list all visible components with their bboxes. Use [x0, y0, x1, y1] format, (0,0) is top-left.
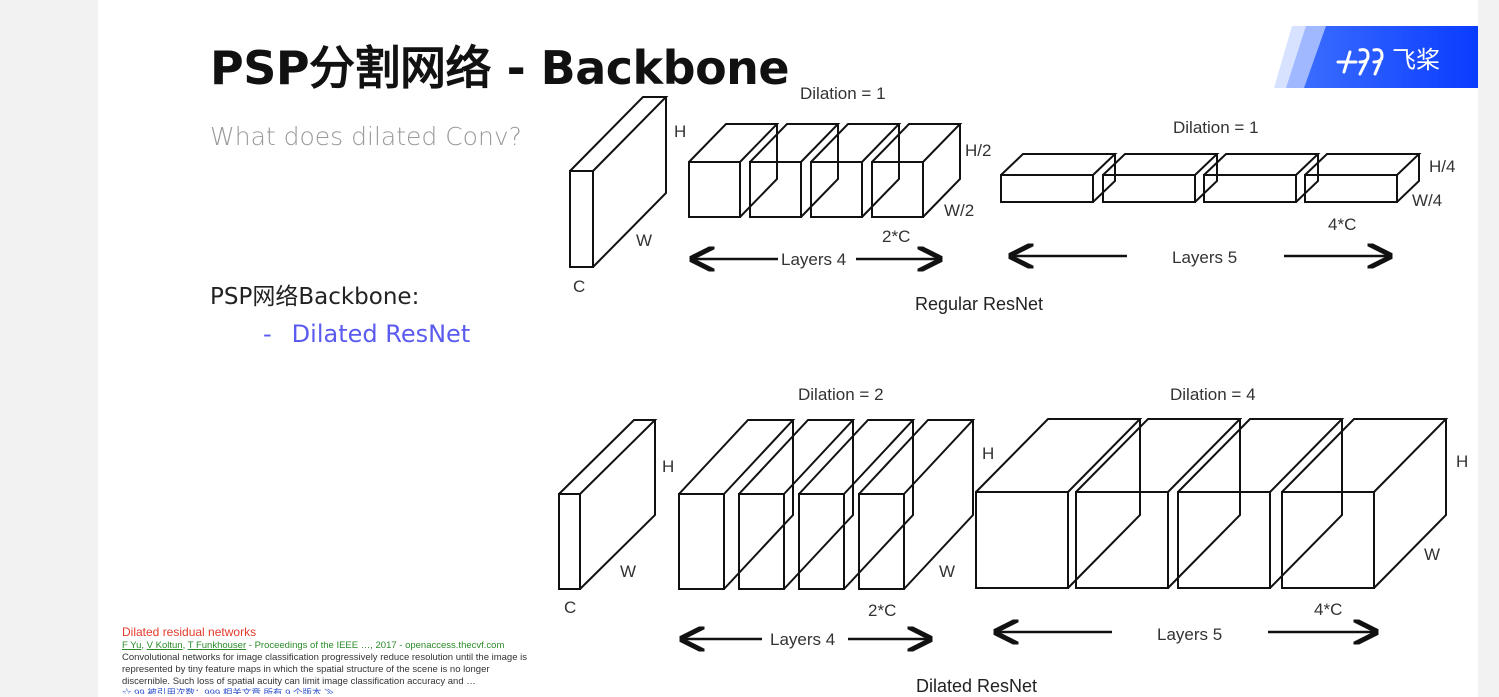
- feature-map-cuboid: [569, 96, 669, 268]
- dilation-label: Dilation = 2: [798, 385, 884, 404]
- feature-map-cuboid: [558, 419, 658, 590]
- dilation-label: Dilation = 1: [800, 84, 886, 103]
- backbone-label: PSP网络Backbone:: [210, 284, 420, 310]
- citation-author[interactable]: V Koltun: [146, 640, 183, 651]
- slide-subtitle: What does dilated Conv?: [210, 122, 522, 151]
- dim-label: H: [982, 444, 994, 463]
- slide-title: PSP分割网络 - Backbone: [210, 41, 790, 95]
- dim-label: W: [939, 562, 955, 581]
- feature-map-cuboid: [1203, 153, 1321, 203]
- dim-label: H/4: [1429, 157, 1455, 176]
- citation-source: - Proceedings of the IEEE …, 2017 - open…: [246, 640, 505, 651]
- feature-map-cuboid: [1281, 418, 1449, 589]
- dim-label: 4*C: [1314, 600, 1342, 619]
- dilation-label: Dilation = 1: [1173, 118, 1259, 137]
- backbone-item-label: Dilated ResNet: [291, 320, 471, 348]
- feature-map-cuboid: [688, 123, 780, 218]
- logo-text: 飞桨: [1392, 47, 1440, 74]
- diagram-caption: Dilated ResNet: [916, 676, 1037, 696]
- layers-label: Layers 5: [1172, 248, 1237, 267]
- feature-map-cuboid: [1177, 418, 1345, 589]
- backbone-list-item: -Dilated ResNet: [263, 320, 490, 348]
- feature-map-cuboid: [1075, 418, 1243, 589]
- layers-label: Layers 4: [770, 630, 835, 649]
- dim-label: W/4: [1412, 191, 1442, 210]
- dim-label: 4*C: [1328, 215, 1356, 234]
- dim-label: C: [564, 598, 576, 617]
- slide: PSP分割网络 - Backbone What does dilated Con…: [98, 0, 1478, 697]
- citation-author[interactable]: T Funkhouser: [187, 640, 247, 651]
- feature-map-cuboid: [678, 419, 796, 590]
- dim-label: 2*C: [868, 601, 896, 620]
- feature-map-cuboid: [810, 123, 902, 218]
- feature-map-cuboid: [1000, 153, 1118, 203]
- citation: Dilated residual networks F Yu, V Koltun…: [122, 625, 532, 694]
- feature-map-cuboid: [738, 419, 856, 590]
- diagram-caption: Regular ResNet: [915, 294, 1043, 314]
- dim-label: H/2: [965, 141, 991, 160]
- dim-label: W/2: [944, 201, 974, 220]
- dilation-label: Dilation = 4: [1170, 385, 1256, 404]
- feature-map-cuboid: [858, 419, 976, 590]
- dim-label: H: [1456, 452, 1468, 471]
- dim-label: W: [620, 562, 636, 581]
- feature-map-cuboid: [1304, 153, 1422, 203]
- feature-map-cuboid: [871, 123, 963, 218]
- layers-label: Layers 5: [1157, 625, 1222, 644]
- dim-label: H: [662, 457, 674, 476]
- dim-label: 2*C: [882, 227, 910, 246]
- bullet: -: [263, 320, 272, 348]
- feature-map-cuboid: [1102, 153, 1220, 203]
- layers-label: Layers 4: [781, 250, 846, 269]
- dim-label: C: [573, 277, 585, 296]
- feature-map-cuboid: [798, 419, 916, 590]
- citation-author[interactable]: F Yu: [122, 640, 142, 651]
- feature-map-cuboid: [749, 123, 841, 218]
- citation-snippet: Convolutional networks for image classif…: [122, 652, 528, 687]
- citation-title[interactable]: Dilated residual networks: [122, 625, 257, 639]
- arrows: [682, 256, 1390, 639]
- citation-links[interactable]: ☆ 99 被引用次数：999 相关文章 所有 9 个版本 ≫: [122, 688, 334, 694]
- feature-map-boxes: [558, 96, 1449, 590]
- paddle-logo: 飞桨: [1274, 26, 1478, 88]
- dim-label: W: [636, 231, 652, 250]
- feature-map-cuboid: [975, 418, 1143, 589]
- dim-label: H: [674, 122, 686, 141]
- dim-label: W: [1424, 545, 1440, 564]
